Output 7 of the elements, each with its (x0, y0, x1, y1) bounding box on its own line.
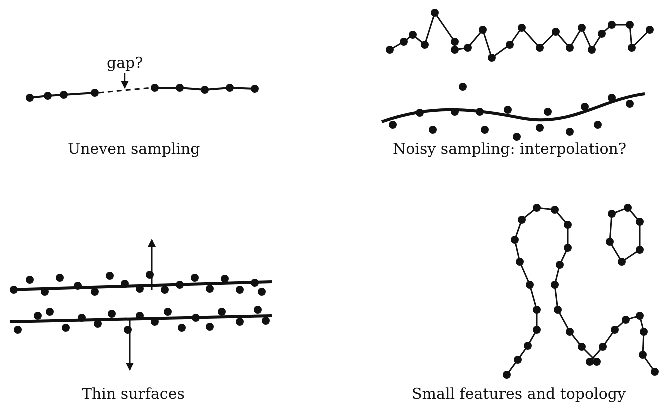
caption: Thin surfaces (82, 385, 185, 403)
caption: Uneven sampling (68, 140, 200, 158)
caption: Small features and topology (412, 385, 626, 403)
leader-arrow (121, 73, 129, 89)
gap-label: gap? (107, 54, 144, 72)
dashed-gap-line (98, 87, 152, 94)
caption: Noisy sampling: interpolation? (393, 140, 627, 158)
